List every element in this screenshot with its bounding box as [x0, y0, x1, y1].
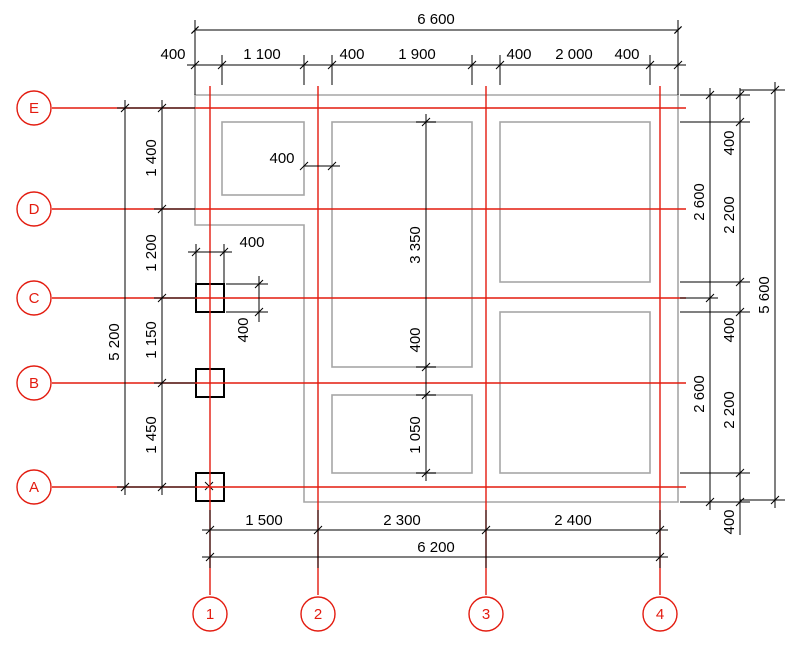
dim-opening-gap-vertical: 400	[407, 327, 424, 352]
dim-bottom-seg-2: 2 300	[383, 512, 421, 529]
dim-left-seg-b-a: 1 450	[143, 416, 160, 454]
dim-top-overall: 6 600	[417, 11, 455, 28]
dim-opening-height-short: 1 050	[407, 416, 424, 454]
axis-label-2: 2	[314, 606, 322, 623]
dim-column-width: 400	[239, 234, 264, 251]
dim-bottom-overall: 6 200	[417, 539, 455, 556]
dim-right-overall: 5 600	[756, 276, 773, 314]
dim-right-middle-2: 2 600	[691, 375, 708, 413]
dim-right-inner-4: 2 200	[721, 391, 738, 429]
dim-bottom-seg-1: 1 500	[245, 512, 283, 529]
dimension-lines	[117, 20, 785, 568]
dim-right-inner-5: 400	[721, 509, 738, 534]
dim-left-overall: 5 200	[106, 323, 123, 361]
axis-label-b: B	[29, 375, 39, 392]
dim-opening-height-tall: 3 350	[407, 226, 424, 264]
axis-bubble-4	[642, 596, 678, 632]
dim-top-seg-6: 2 000	[555, 46, 593, 63]
axis-label-3: 3	[482, 606, 490, 623]
axis-bubble-c	[16, 280, 52, 316]
axis-bubble-a	[16, 469, 52, 505]
dim-right-inner-3: 400	[721, 317, 738, 342]
dim-top-seg-7: 400	[614, 46, 639, 63]
dim-top-seg-3: 400	[339, 46, 364, 63]
axis-label-4: 4	[656, 606, 664, 623]
axis-bubble-1	[192, 596, 228, 632]
axis-bubble-3	[468, 596, 504, 632]
dim-top-seg-5: 400	[506, 46, 531, 63]
axis-bubble-d	[16, 191, 52, 227]
axis-bubbles	[16, 90, 678, 632]
dim-top-seg-2: 1 100	[243, 46, 281, 63]
dim-left-seg-c-b: 1 150	[143, 321, 160, 359]
axis-bubble-b	[16, 365, 52, 401]
dim-top-seg-4: 1 900	[398, 46, 436, 63]
dim-right-middle-1: 2 600	[691, 183, 708, 221]
dim-column-height: 400	[235, 317, 252, 342]
dim-bottom-seg-3: 2 400	[554, 512, 592, 529]
dim-right-inner-1: 400	[721, 130, 738, 155]
dim-left-seg-d-c: 1 200	[143, 234, 160, 272]
axis-label-e: E	[29, 100, 39, 117]
axis-bubble-2	[300, 596, 336, 632]
dim-left-seg-e-d: 1 400	[143, 139, 160, 177]
dim-right-inner-2: 2 200	[721, 196, 738, 234]
axis-label-a: A	[29, 479, 39, 496]
axis-label-1: 1	[206, 606, 214, 623]
dim-opening-gap: 400	[269, 150, 294, 167]
axis-label-c: C	[29, 290, 40, 307]
dim-top-seg-1: 400	[160, 46, 185, 63]
axis-bubble-e	[16, 90, 52, 126]
axis-label-d: D	[29, 201, 40, 218]
